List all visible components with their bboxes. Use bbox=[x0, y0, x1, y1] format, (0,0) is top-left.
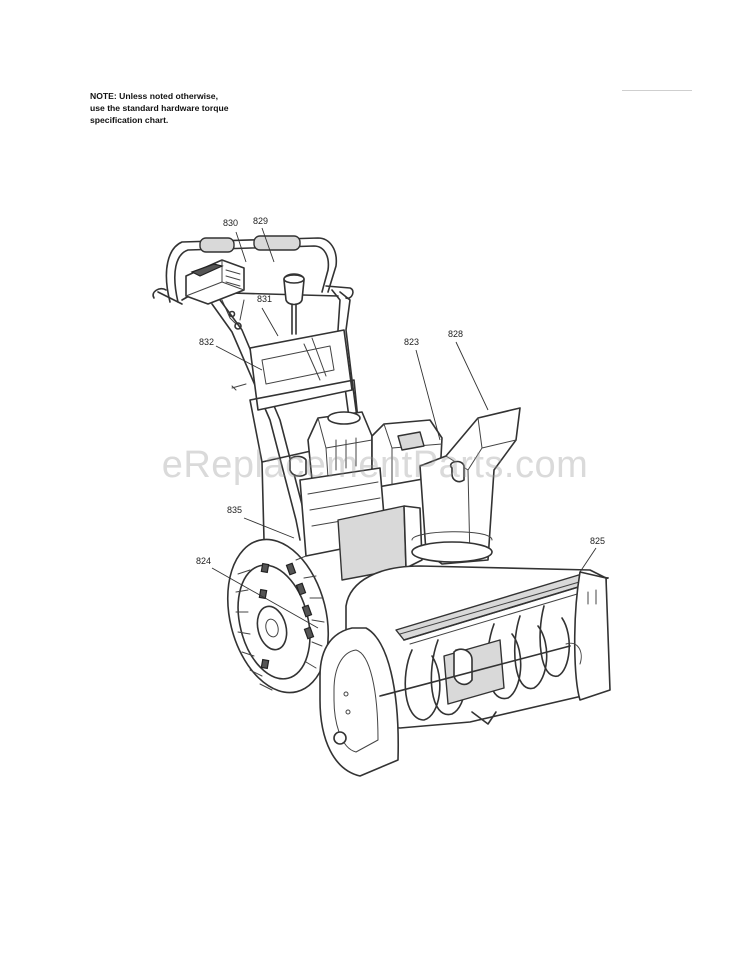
corner-mark bbox=[622, 90, 692, 91]
engine bbox=[289, 411, 443, 581]
control-box bbox=[185, 259, 245, 305]
callout-830: 830 bbox=[223, 218, 239, 228]
callout-832: 832 bbox=[199, 337, 215, 347]
callout-835: 835 bbox=[227, 505, 243, 515]
right-grip bbox=[253, 235, 301, 251]
callout-831: 831 bbox=[257, 294, 273, 304]
callout-824: 824 bbox=[196, 556, 212, 566]
note-line-2: use the standard hardware torque bbox=[90, 103, 229, 113]
left-grip bbox=[199, 237, 235, 253]
callout-828: 828 bbox=[448, 329, 464, 339]
note-line-1: NOTE: Unless noted otherwise, bbox=[90, 91, 218, 101]
leader-lines bbox=[211, 227, 597, 629]
handle-assembly bbox=[152, 235, 354, 305]
note-line-3: specification chart. bbox=[90, 115, 169, 125]
callout-825: 825 bbox=[590, 536, 606, 546]
callout-829: 829 bbox=[253, 216, 269, 226]
cable-left bbox=[221, 299, 247, 391]
torque-note: NOTE: Unless noted otherwise, use the st… bbox=[90, 90, 290, 126]
drive-wheel bbox=[226, 538, 330, 694]
shift-lever bbox=[283, 273, 305, 335]
discharge-chute bbox=[411, 407, 521, 565]
callout-823: 823 bbox=[404, 337, 420, 347]
augers bbox=[379, 605, 582, 725]
